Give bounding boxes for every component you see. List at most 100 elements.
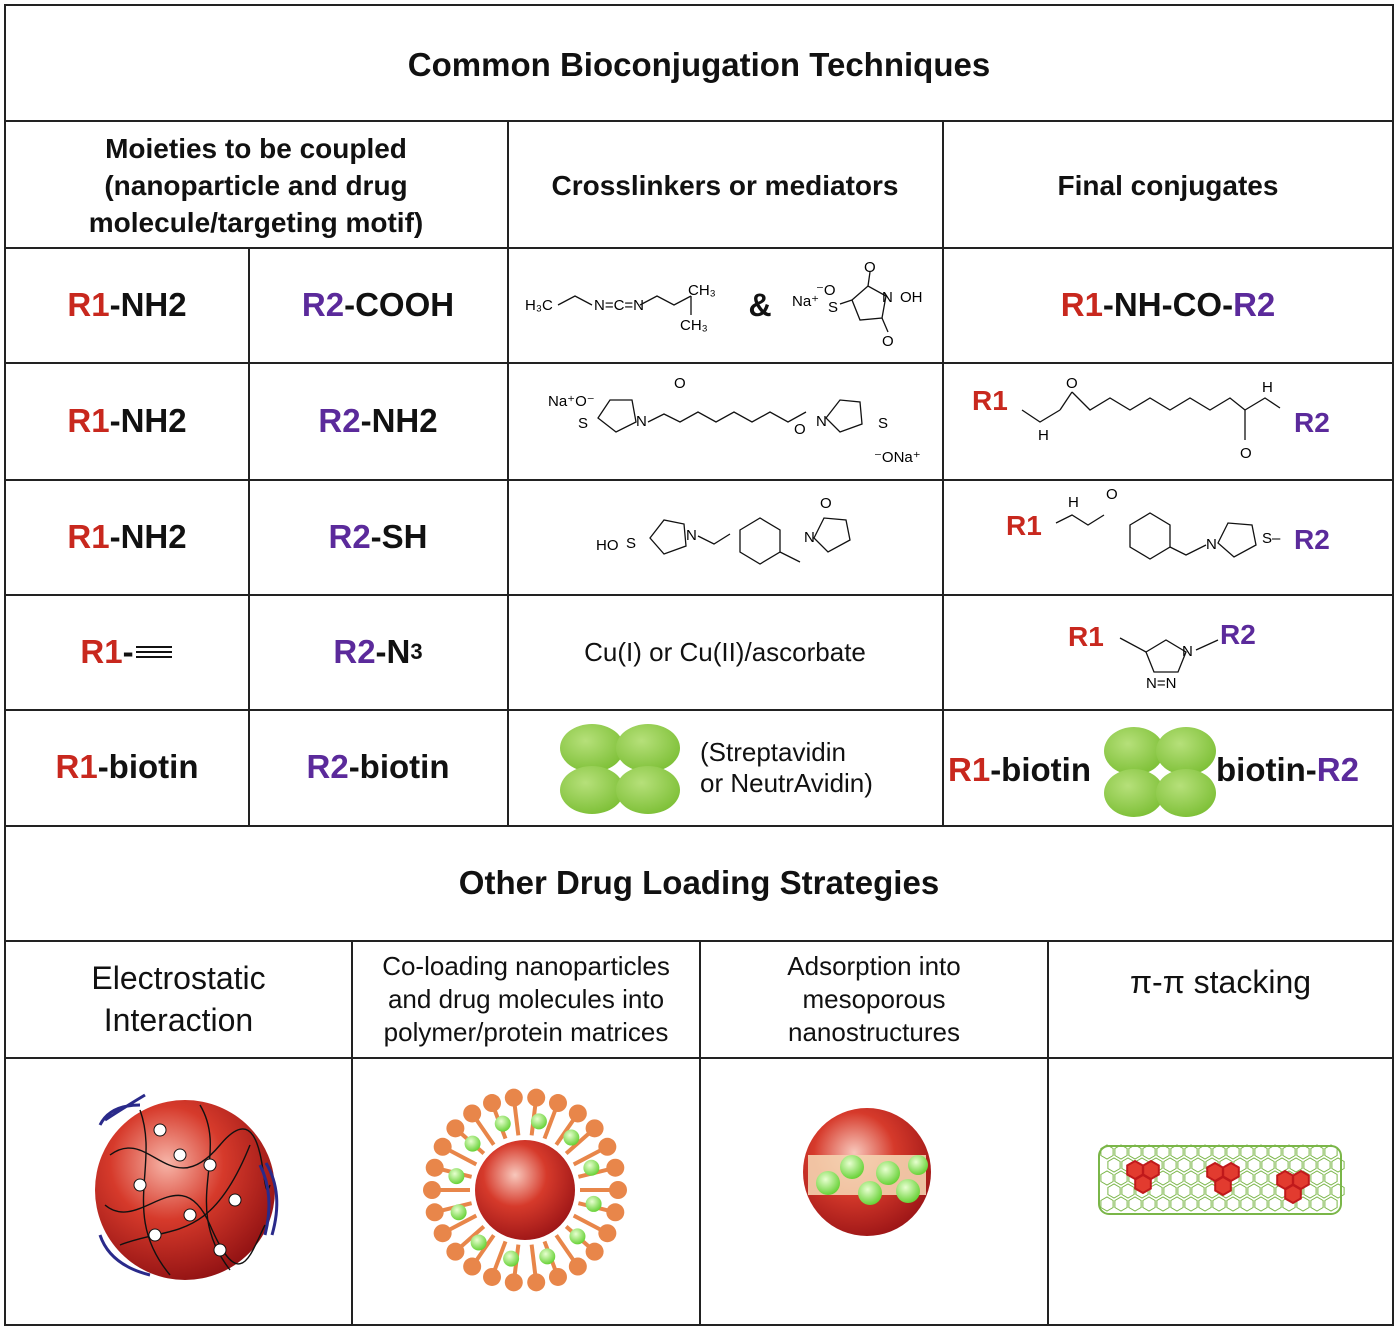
lipid-tail <box>572 1213 603 1232</box>
strategy-line: mesoporous <box>802 983 946 1014</box>
lipid-head <box>568 1257 587 1276</box>
divider <box>4 247 1394 249</box>
lattice-hexagon <box>1240 1170 1254 1186</box>
triazole-structure: R1 N N=N R2 <box>1068 619 1256 692</box>
strategy-line: nanostructures <box>788 1016 960 1047</box>
strategy-label: Electrostatic Interaction <box>6 942 351 1056</box>
chem-label: N <box>1206 536 1217 553</box>
row1-moiety2: R2-COOH <box>250 249 506 361</box>
chem-label: H <box>1068 494 1079 511</box>
lattice-hexagon <box>1100 1170 1114 1186</box>
lipid-head <box>423 1181 441 1199</box>
lipid-head <box>446 1242 465 1261</box>
lattice-hexagon <box>1247 1157 1261 1173</box>
lattice-hexagon <box>1303 1157 1317 1173</box>
lattice-hexagon <box>1289 1157 1303 1173</box>
drug-hexagon <box>1284 1183 1302 1205</box>
lattice-hexagon <box>1233 1183 1247 1199</box>
lattice-hexagon <box>1247 1183 1261 1199</box>
lattice-hexagon <box>1261 1157 1275 1173</box>
lipid-head <box>504 1088 523 1107</box>
chem-label: N <box>636 413 647 430</box>
lipid-tail <box>542 1108 558 1140</box>
drug-molecule <box>539 1248 556 1265</box>
row3-moiety2: R2-SH <box>250 481 506 593</box>
chem-label: O <box>794 421 806 438</box>
lattice-hexagon <box>1142 1196 1156 1212</box>
lattice-hexagon <box>1254 1196 1268 1212</box>
moiety-group: -SH <box>370 518 428 555</box>
chem-label: CH₃ <box>688 282 716 299</box>
lipid-head <box>606 1203 625 1222</box>
lattice-hexagon <box>1324 1144 1338 1160</box>
lattice-hexagon <box>1331 1157 1345 1173</box>
r2-label: R2 <box>1294 407 1330 438</box>
strategy-label: Co-loading nanoparticles and drug molecu… <box>353 942 699 1056</box>
lattice-hexagon <box>1142 1144 1156 1160</box>
lipid-head <box>527 1088 546 1107</box>
lattice-hexagon <box>1331 1183 1345 1199</box>
r2-label: R2 <box>1294 524 1330 555</box>
r2-label: R2 <box>328 518 371 555</box>
lipid-head <box>425 1158 444 1177</box>
strategy-line: Electrostatic <box>91 960 266 996</box>
r1-label: R1 <box>67 286 110 323</box>
chem-label: OH <box>900 289 923 306</box>
lipid-head <box>433 1137 452 1156</box>
chem-label: O <box>882 333 894 350</box>
lattice-hexagon <box>1128 1144 1142 1160</box>
divider <box>1047 940 1049 1326</box>
lattice-hexagon <box>1240 1196 1254 1212</box>
lattice-hexagon <box>1254 1170 1268 1186</box>
chem-label: N <box>686 527 697 544</box>
chem-label: O <box>820 495 832 512</box>
divider <box>4 825 1394 827</box>
lipid-head <box>504 1273 523 1292</box>
moiety-group: -NH2 <box>109 402 187 439</box>
drug-molecule <box>503 1250 520 1267</box>
subscript: 3 <box>410 639 423 664</box>
lattice-hexagon <box>1198 1144 1212 1160</box>
lipid-tail <box>459 1224 486 1249</box>
bs3-structure: Na⁺O⁻ S N O O N S ⁻ONa⁺ <box>548 375 921 466</box>
lattice-hexagon <box>1184 1196 1198 1212</box>
divider <box>4 120 1394 122</box>
nanotube-icon <box>1098 1144 1345 1215</box>
moiety-group: -N <box>375 633 411 670</box>
header-moieties: Moieties to be coupled (nanoparticle and… <box>6 124 506 246</box>
chem-label: O <box>1106 486 1118 503</box>
r1-label: R1 <box>80 633 123 670</box>
r1-label: R1 <box>67 518 110 555</box>
r1-label: R1 <box>55 748 98 785</box>
divider <box>699 940 701 1326</box>
chem-label: O <box>674 375 686 392</box>
r1-label: R1 <box>972 385 1008 416</box>
lattice-hexagon <box>1296 1144 1310 1160</box>
chem-label: S <box>878 415 888 432</box>
moiety-group: - <box>122 633 134 670</box>
strategy-line: and drug molecules into <box>387 983 665 1014</box>
lipid-head <box>433 1224 452 1243</box>
lattice-hexagon <box>1100 1144 1114 1160</box>
drug-molecule <box>464 1135 481 1152</box>
r2-label: R2 <box>306 748 349 785</box>
lattice-hexagon <box>1324 1196 1338 1212</box>
chem-label: HO <box>596 537 619 554</box>
lipid-head <box>568 1104 587 1123</box>
moiety-group: -COOH <box>344 286 455 323</box>
lipid-head <box>609 1181 627 1199</box>
lipid-head <box>483 1094 502 1113</box>
smcc-structure: HO S N N O <box>596 495 851 565</box>
lattice-hexagon <box>1198 1196 1212 1212</box>
lattice-hexagon <box>1170 1170 1184 1186</box>
lattice-hexagon <box>1114 1170 1128 1186</box>
lattice-hexagon <box>1163 1183 1177 1199</box>
lattice-hexagon <box>1317 1183 1331 1199</box>
drug-molecule <box>583 1159 600 1176</box>
header-moieties-line: Moieties to be coupled <box>105 132 407 164</box>
moiety-group: -biotin <box>97 748 199 785</box>
drug-molecule <box>530 1113 547 1130</box>
header-final: Final conjugates <box>1057 169 1279 201</box>
lipid-head <box>598 1137 617 1156</box>
